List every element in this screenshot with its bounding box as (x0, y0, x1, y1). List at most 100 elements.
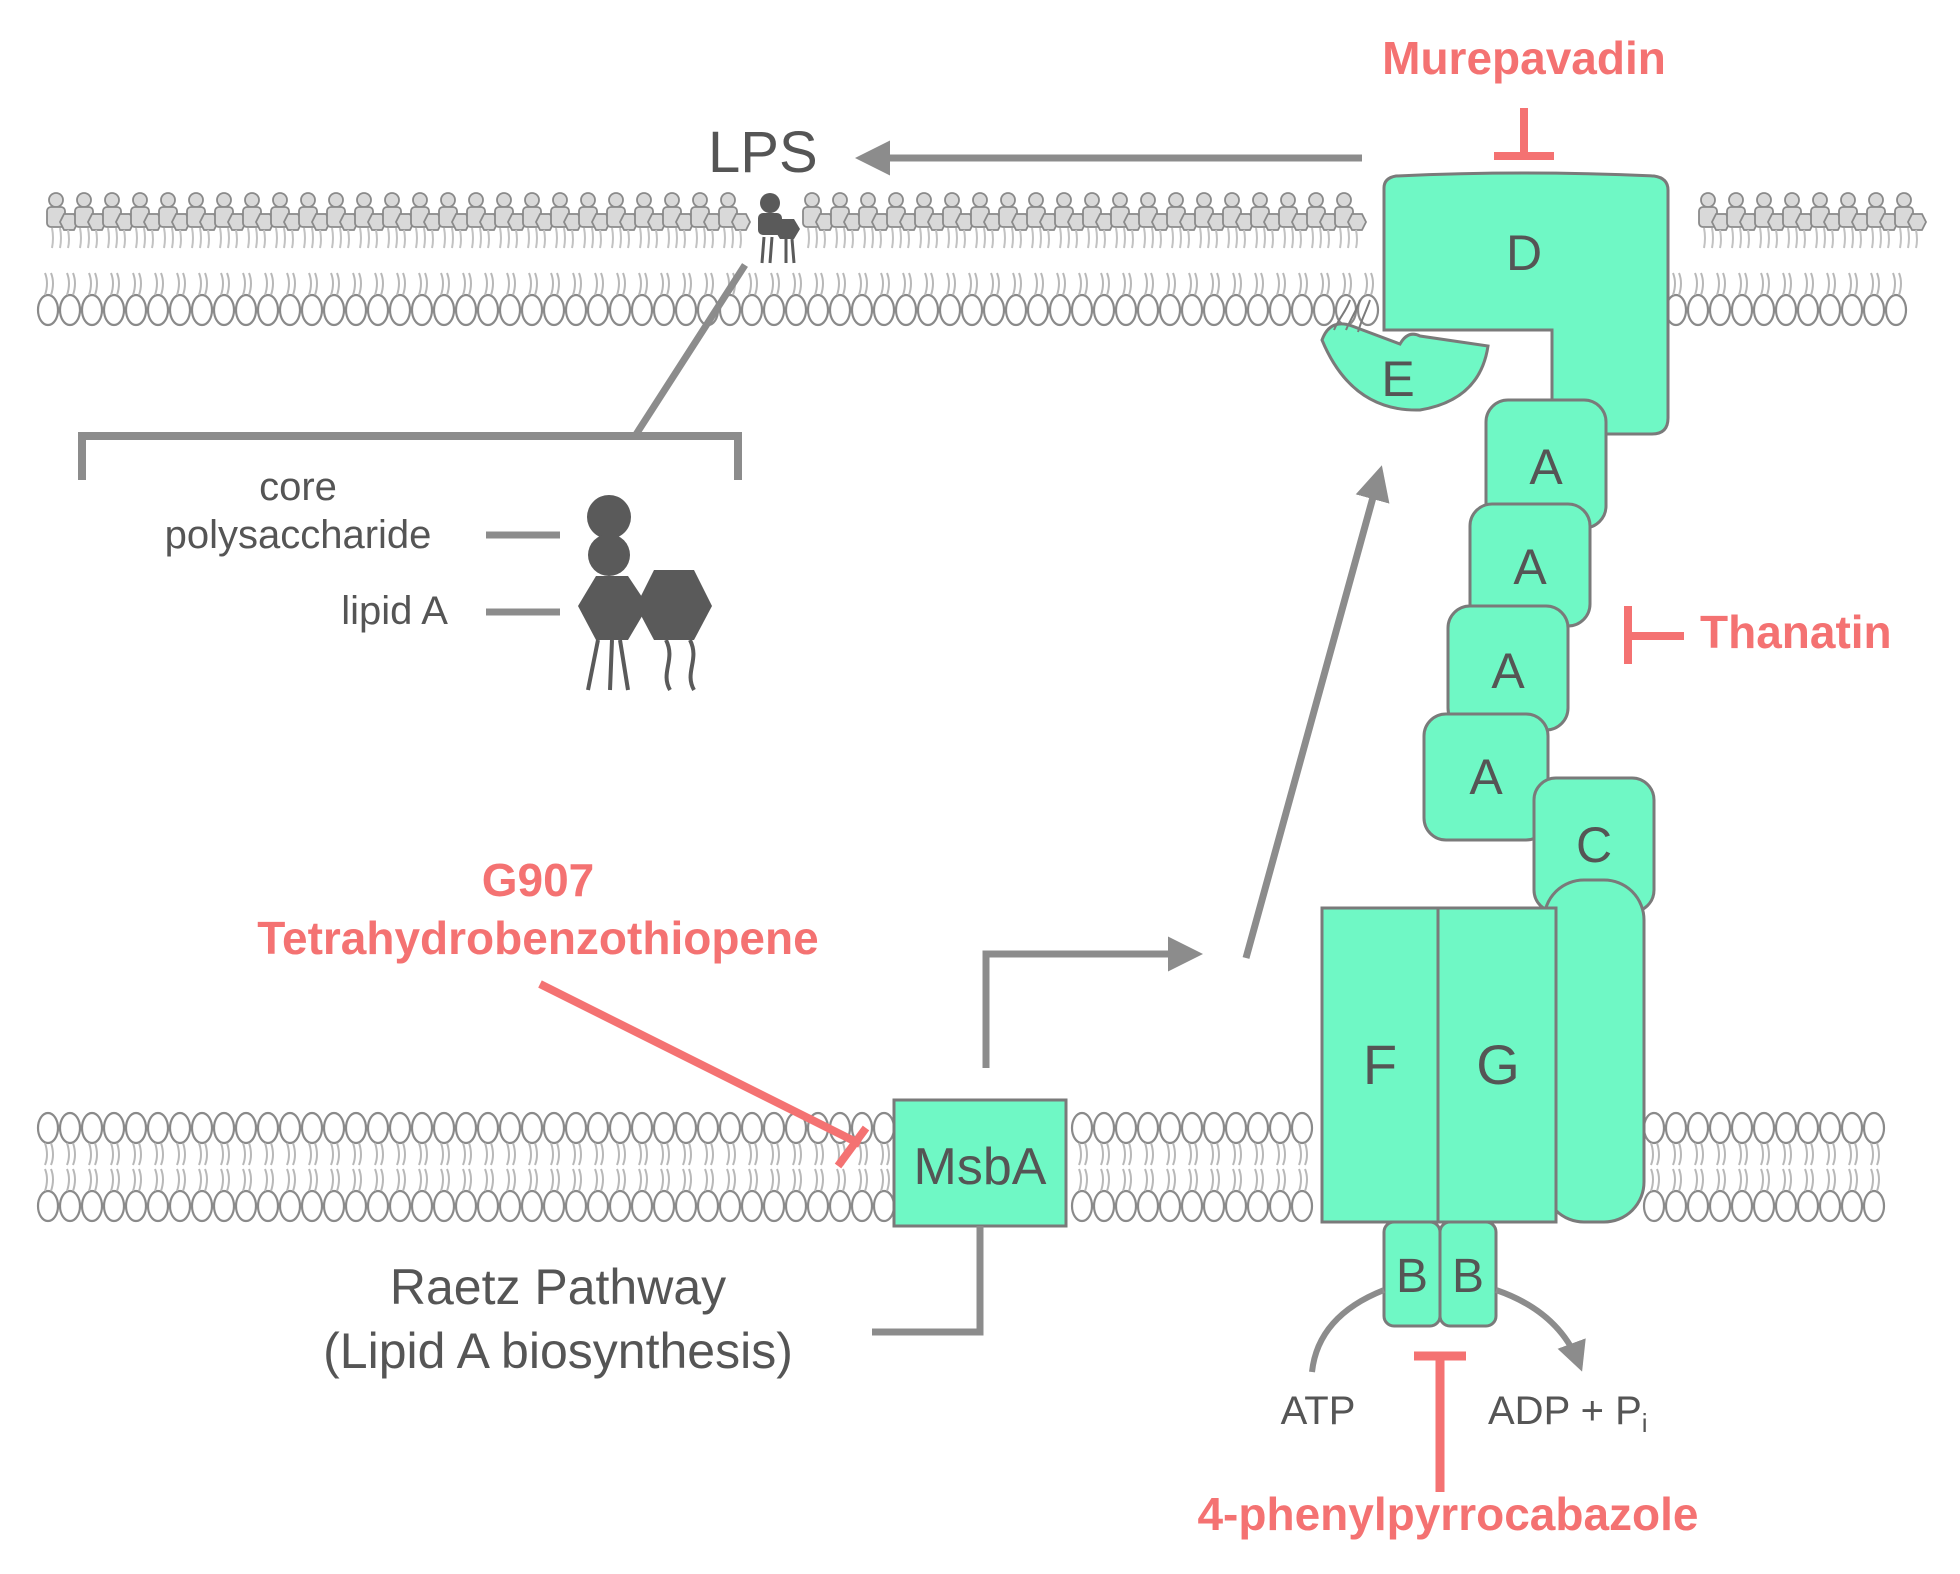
adp-label-main: ADP + P (1488, 1389, 1642, 1433)
outer-membrane-lipid-tail (638, 272, 648, 296)
inner-membrane-lipid-tail (704, 1168, 714, 1192)
inner-membrane-lipid-tail (638, 1142, 648, 1166)
inner-membrane-lipid-tail (88, 1168, 98, 1192)
outer-membrane-lipid-tail (1254, 272, 1264, 296)
inner-membrane-lipid-tail (1760, 1142, 1770, 1166)
inner-membrane-lipid-head (1136, 1111, 1160, 1145)
inner-membrane-lipid-head (1136, 1189, 1160, 1223)
inner-membrane-lipid-head (256, 1111, 280, 1145)
outer-membrane-lipid-tail (1298, 272, 1308, 296)
inner-membrane-lipid-head (1730, 1111, 1754, 1145)
inner-membrane-lipid-tail (1298, 1168, 1308, 1192)
inner-membrane-lipid-head (1818, 1189, 1842, 1223)
inner-membrane-lipid-head (718, 1189, 742, 1223)
inner-membrane-lipid-tail (352, 1168, 362, 1192)
outer-membrane-lipid-head (1048, 293, 1072, 327)
outer-membrane-lipid-head (542, 293, 566, 327)
outer-membrane-lipid-tail (1892, 272, 1902, 296)
inner-membrane-lipid-tail (484, 1168, 494, 1192)
lps-molecule (606, 192, 640, 249)
outer-membrane-lipid-tail (528, 272, 538, 296)
inner-membrane-lipid-tail (352, 1142, 362, 1166)
outer-membrane-lipid-tail (990, 272, 1000, 296)
inner-membrane-lipid-head (300, 1111, 324, 1145)
inner-membrane-lipid-head (278, 1189, 302, 1223)
inner-membrane-lipid-head (762, 1111, 786, 1145)
outer-membrane-lipid-head (762, 293, 786, 327)
raetz-pathway-label-line2: (Lipid A biosynthesis) (323, 1323, 793, 1379)
inner-membrane-lipid-tail (1870, 1142, 1880, 1166)
inner-membrane-lipid-head (344, 1189, 368, 1223)
inner-membrane-lipid-head (1774, 1111, 1798, 1145)
outer-membrane-lipid-head (124, 293, 148, 327)
inner-membrane-lipid-tail (1298, 1142, 1308, 1166)
inner-membrane-lipid-head (542, 1189, 566, 1223)
inner-membrane-lipid-head (1070, 1111, 1094, 1145)
inner-membrane-lipid-head (762, 1189, 786, 1223)
lptd-label: D (1506, 225, 1542, 281)
legend-lipid-a-label: lipid A (341, 589, 448, 633)
inner-membrane-lipid-head (190, 1189, 214, 1223)
lpte-label: E (1381, 351, 1414, 407)
inner-membrane-lipid-tail (1650, 1142, 1660, 1166)
outer-membrane-lipid-tail (1034, 272, 1044, 296)
g907-label-line2: Tetrahydrobenzothiopene (257, 912, 818, 964)
inner-membrane-lipid-head (190, 1111, 214, 1145)
outer-membrane-lipid-tail (1364, 272, 1374, 296)
lptc-label: C (1576, 817, 1612, 873)
inner-membrane-lipid-tail (880, 1168, 890, 1192)
inner-membrane-lipid-head (652, 1111, 676, 1145)
outer-membrane-lipid-head (1004, 293, 1028, 327)
inner-membrane-lipid-head (674, 1111, 698, 1145)
outer-membrane-lipid-head (1202, 293, 1226, 327)
inner-membrane-lipid-head (476, 1111, 500, 1145)
inner-membrane-lipid-head (1708, 1189, 1732, 1223)
outer-membrane-lipid-tail (330, 272, 340, 296)
lps-molecule (718, 192, 752, 249)
lps-molecule (1698, 192, 1732, 249)
inner-membrane-lipid-head (630, 1111, 654, 1145)
outer-membrane-lipid-tail (836, 272, 846, 296)
inner-membrane-lipid-head (1664, 1189, 1688, 1223)
inner-membrane-lipid-head (828, 1189, 852, 1223)
lps-molecule (46, 192, 80, 249)
outer-membrane-lipid-tail (176, 272, 186, 296)
inner-membrane-lipid-tail (638, 1168, 648, 1192)
inner-membrane-lipid-head (784, 1189, 808, 1223)
inner-membrane-lipid-head (58, 1189, 82, 1223)
inner-membrane-lipid-tail (572, 1168, 582, 1192)
inner-membrane-lipid-tail (506, 1168, 516, 1192)
inner-membrane-lipid-head (564, 1111, 588, 1145)
inner-membrane-lipid-tail (770, 1142, 780, 1166)
inner-membrane-lipid-tail (330, 1142, 340, 1166)
outer-membrane-lipid-tail (1056, 272, 1066, 296)
inner-membrane-lipid-head (1708, 1111, 1732, 1145)
outer-membrane-lipid-head (256, 293, 280, 327)
inner-membrane-lipid-tail (704, 1142, 714, 1166)
inner-membrane-lipid-head (1796, 1111, 1820, 1145)
outer-membrane-lipid-tail (1276, 272, 1286, 296)
lptb-protein-2 (1438, 1220, 1498, 1328)
inner-membrane-lipid-head (1158, 1189, 1182, 1223)
outer-membrane-lipid-tail (1232, 272, 1242, 296)
outer-membrane-lipid-tail (814, 272, 824, 296)
inner-membrane-lipid-head (58, 1111, 82, 1145)
inner-membrane-lipid-tail (484, 1142, 494, 1166)
inner-membrane-lipid-tail (440, 1142, 450, 1166)
outer-membrane-lipid-tail (1320, 272, 1330, 296)
outer-membrane-lipid-head (146, 293, 170, 327)
outer-membrane-lipid-tail (1804, 272, 1814, 296)
lptf-label: F (1363, 1033, 1397, 1096)
inner-membrane-lipid-head (1686, 1189, 1710, 1223)
inner-membrane-lipid-head (718, 1111, 742, 1145)
inner-membrane-lipid-head (872, 1111, 896, 1145)
outer-membrane-lipid-head (916, 293, 940, 327)
outer-membrane-lipid-tail (1188, 272, 1198, 296)
inner-membrane-lipid-head (872, 1189, 896, 1223)
inner-membrane-lipid-tail (660, 1168, 670, 1192)
inner-membrane-lipid-head (322, 1111, 346, 1145)
outer-membrane-lipid-tail (1144, 272, 1154, 296)
inner-membrane-lipid-tail (286, 1142, 296, 1166)
phenylpyrrocabazole-label: 4-phenylpyrrocabazole (1197, 1488, 1698, 1540)
lps-molecule (1810, 192, 1844, 249)
